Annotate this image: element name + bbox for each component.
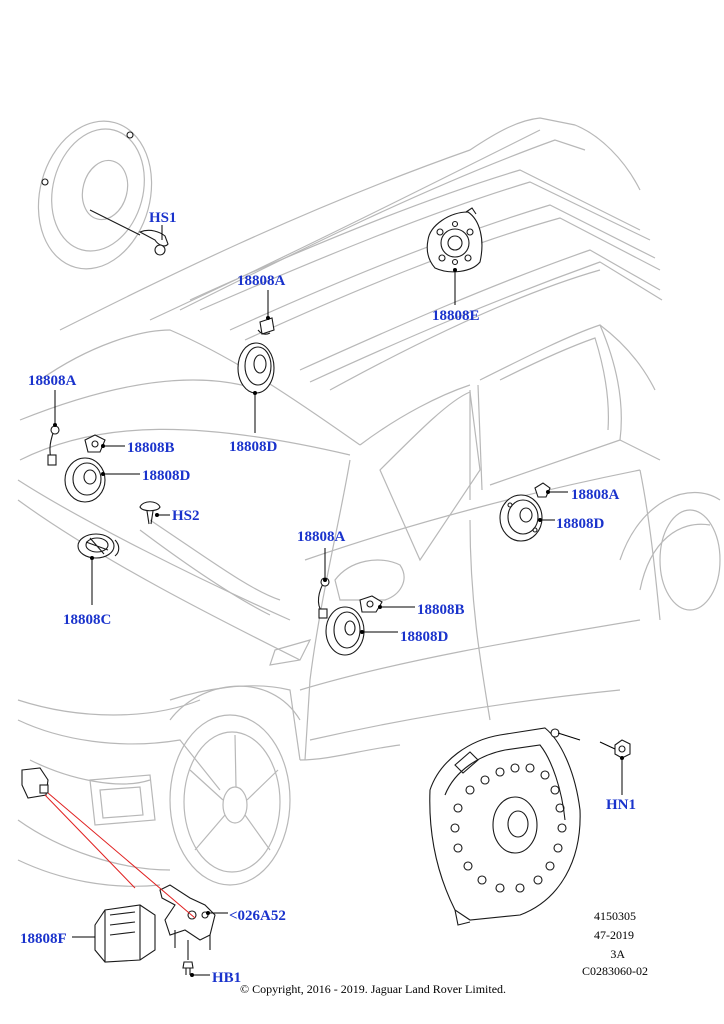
subwoofer-enclosure-part	[429, 727, 581, 926]
callout-18808c-dash: 18808C	[63, 612, 111, 628]
callout-18808d-door: 18808D	[400, 629, 449, 645]
amplifier-18808f-part	[94, 904, 156, 963]
nut-hn1-part	[614, 739, 631, 759]
speaker-18808e-part	[426, 207, 483, 273]
callout-026a52: <026A52	[229, 908, 286, 924]
speaker-18808d-left-part	[64, 457, 106, 503]
speaker-18808d-door-part	[325, 606, 365, 656]
bolt-hb1-part	[182, 940, 194, 975]
callout-18808e-roof: 18808E	[432, 308, 480, 324]
front-module-part	[21, 767, 49, 799]
callout-18808d-roof: 18808D	[229, 439, 278, 455]
illustration-revision: 3A	[610, 947, 625, 961]
screw-hs1-part	[138, 229, 169, 256]
illustration-code: 4150305	[594, 909, 636, 923]
vehicle-body-outline	[17, 117, 721, 887]
copyright-notice: © Copyright, 2016 - 2019. Jaguar Land Ro…	[240, 982, 506, 996]
screw-hs2-part	[139, 501, 161, 525]
callout-18808b-left: 18808B	[127, 440, 175, 456]
callout-18808a-left: 18808A	[28, 373, 77, 389]
red-reference-lines	[44, 792, 196, 919]
connector-18808a-right-part	[534, 482, 551, 498]
callout-hn1: HN1	[606, 797, 636, 813]
callout-18808d-right: 18808D	[556, 516, 605, 532]
leader-lines	[53, 225, 624, 977]
bracket-18808b-door-part	[359, 595, 383, 613]
reference-block: 4150305 47-2019 3A C0283060-02	[582, 909, 648, 978]
illustration-date: 47-2019	[594, 928, 634, 942]
callout-18808a-right: 18808A	[571, 487, 620, 503]
callout-hb1: HB1	[212, 970, 241, 986]
callout-18808f-amp: 18808F	[20, 931, 67, 947]
bracket-18808b-left-part	[84, 434, 106, 453]
callout-18808a-door: 18808A	[297, 529, 346, 545]
roof-speaker-exploded-part	[37, 120, 153, 270]
connector-18808a-roof-part	[257, 317, 275, 335]
callout-labels: HS1 18808E 18808A 18808D 18808A 18808B 1…	[20, 210, 636, 986]
callout-hs2: HS2	[172, 508, 200, 524]
callout-hs1: HS1	[149, 210, 177, 226]
bracket-026a52-part	[159, 884, 216, 950]
callout-18808a-roof: 18808A	[237, 273, 286, 289]
callout-18808d-left: 18808D	[142, 468, 191, 484]
speaker-18808d-roof-part	[237, 342, 275, 394]
speaker-18808d-right-part	[499, 494, 543, 542]
illustration-reference: C0283060-02	[582, 964, 648, 978]
callout-18808b-door: 18808B	[417, 602, 465, 618]
tweeter-18808c-dash-part	[77, 533, 120, 559]
